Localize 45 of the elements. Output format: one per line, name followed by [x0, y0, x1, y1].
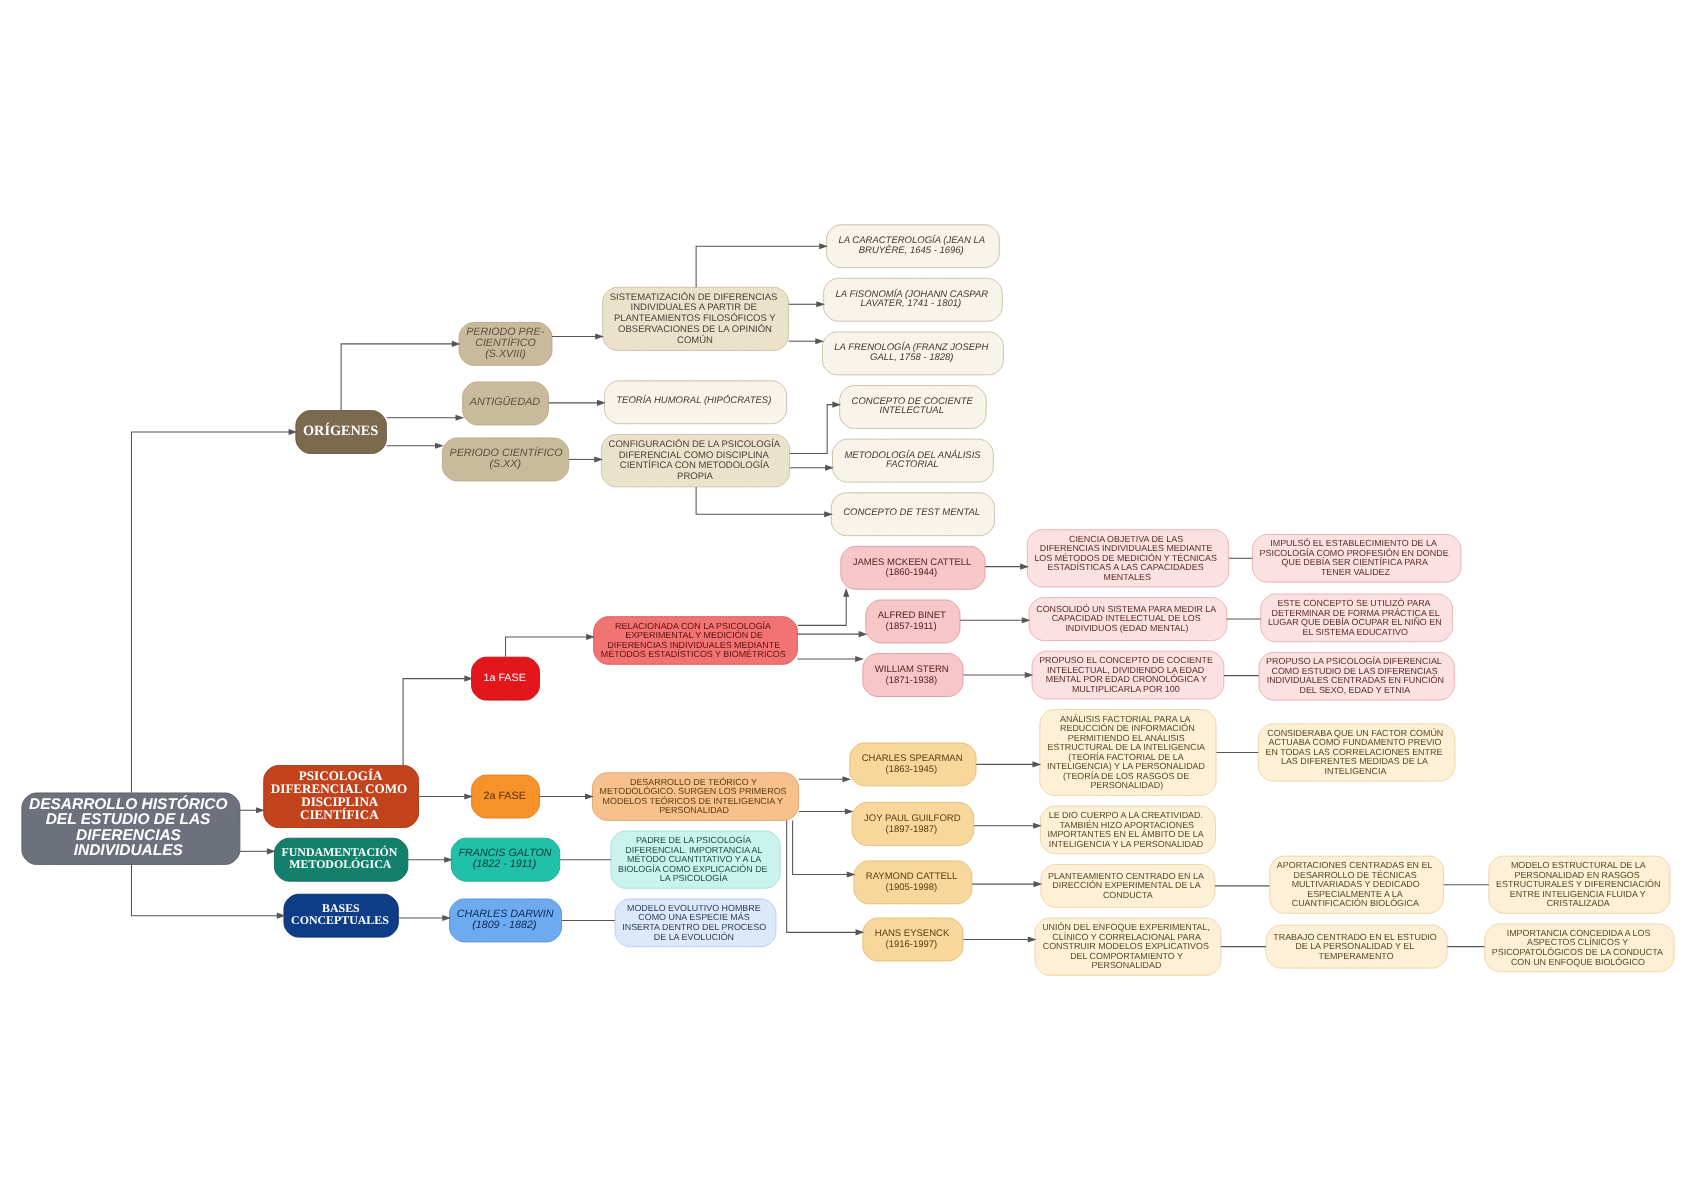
arrow	[962, 935, 1037, 942]
arrow	[797, 630, 868, 637]
connector	[1215, 750, 1259, 752]
arrow	[239, 847, 276, 854]
connector	[1226, 617, 1261, 619]
arrow	[789, 400, 842, 453]
arrow	[798, 807, 854, 814]
arrow	[797, 654, 864, 661]
arrow	[971, 880, 1043, 887]
arrow	[789, 463, 834, 470]
arrow	[984, 562, 1029, 569]
arrow	[797, 586, 850, 625]
arrow	[538, 792, 594, 799]
arrow	[130, 428, 298, 793]
arrow	[695, 242, 828, 287]
arrow	[788, 300, 826, 307]
arrow	[551, 332, 604, 339]
connector	[1446, 945, 1486, 947]
arrow	[130, 863, 286, 918]
arrow	[398, 914, 452, 921]
arrow	[548, 398, 606, 405]
arrow	[385, 441, 444, 448]
arrow	[959, 616, 1031, 623]
arrow	[962, 671, 1034, 678]
arrow	[418, 792, 474, 799]
arrow	[695, 485, 833, 517]
arrow	[798, 775, 852, 782]
arrow	[407, 855, 453, 862]
arrow	[340, 339, 461, 410]
connector	[559, 858, 612, 860]
connector	[1228, 556, 1253, 558]
arrow	[385, 413, 465, 420]
arrow	[786, 819, 865, 935]
connector	[1220, 945, 1267, 947]
connector	[561, 918, 616, 920]
connector	[1214, 884, 1270, 886]
arrow	[975, 760, 1042, 767]
arrow	[792, 818, 856, 877]
arrow	[402, 674, 474, 766]
connector	[1223, 674, 1260, 676]
connector	[1443, 883, 1490, 885]
arrow	[788, 337, 824, 344]
arrow	[973, 821, 1042, 828]
arrow	[568, 455, 603, 462]
arrow	[505, 632, 595, 657]
